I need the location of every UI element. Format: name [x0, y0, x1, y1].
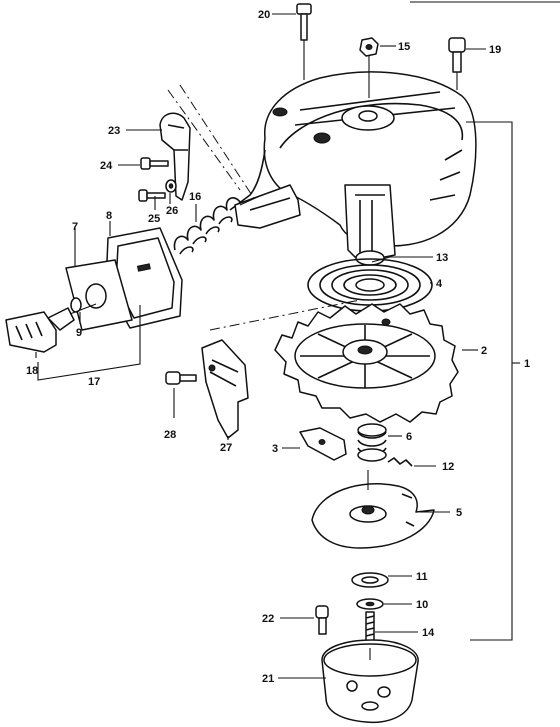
- bracket-1: [466, 121, 513, 641]
- label-25: 25: [148, 213, 160, 225]
- washer-11: [351, 572, 389, 588]
- spiral-spring-4: [307, 258, 433, 312]
- spring-16: [173, 194, 263, 255]
- guide-cover-27: [201, 339, 249, 439]
- label-20: 20: [258, 9, 270, 21]
- spring-12: [387, 457, 413, 467]
- leader-lines: [35, 13, 520, 679]
- reel-2: [274, 303, 459, 423]
- label-22: 22: [262, 613, 274, 625]
- part-labels: 20 15 19 23 24 25 26 16 8 7 9 18 17 13 4…: [26, 9, 530, 685]
- starter-housing: [229, 71, 477, 266]
- label-1: 1: [524, 358, 530, 370]
- bolt-20: [296, 3, 312, 80]
- cup-21: [321, 639, 419, 724]
- bolt-22: [315, 605, 329, 635]
- label-21: 21: [262, 673, 274, 685]
- label-8: 8: [106, 210, 112, 222]
- label-14: 14: [422, 627, 435, 639]
- label-28: 28: [164, 429, 176, 441]
- label-12: 12: [442, 461, 454, 473]
- washer-26: [165, 179, 177, 193]
- label-6: 6: [406, 431, 412, 443]
- label-7: 7: [72, 221, 78, 233]
- label-13: 13: [436, 252, 448, 264]
- label-4: 4: [436, 278, 443, 290]
- bolt-25: [138, 189, 166, 202]
- label-9: 9: [76, 327, 82, 339]
- label-10: 10: [416, 599, 428, 611]
- label-15: 15: [398, 41, 410, 53]
- bolt-24: [140, 157, 169, 170]
- ratchet-3: [299, 427, 347, 461]
- guide-line-23: [167, 84, 256, 201]
- bolt-28: [165, 371, 197, 385]
- bolt-19: [448, 37, 466, 90]
- bracket-17: [37, 305, 141, 381]
- label-23: 23: [108, 125, 120, 137]
- spring-6: [357, 423, 387, 462]
- washer-10: [356, 598, 384, 610]
- friction-plate-5: [311, 470, 435, 549]
- label-19: 19: [489, 44, 501, 56]
- label-3: 3: [272, 443, 278, 455]
- label-18: 18: [26, 365, 38, 377]
- nut-15: [359, 37, 379, 98]
- plate-7: [65, 259, 133, 331]
- label-27: 27: [220, 442, 232, 454]
- handle-18: [5, 303, 97, 353]
- label-17: 17: [88, 376, 100, 388]
- label-5: 5: [456, 507, 462, 519]
- label-11: 11: [416, 571, 428, 583]
- label-26: 26: [166, 205, 178, 217]
- label-24: 24: [100, 160, 113, 172]
- label-16: 16: [189, 191, 201, 203]
- axis-line: [209, 299, 361, 331]
- label-2: 2: [481, 345, 487, 357]
